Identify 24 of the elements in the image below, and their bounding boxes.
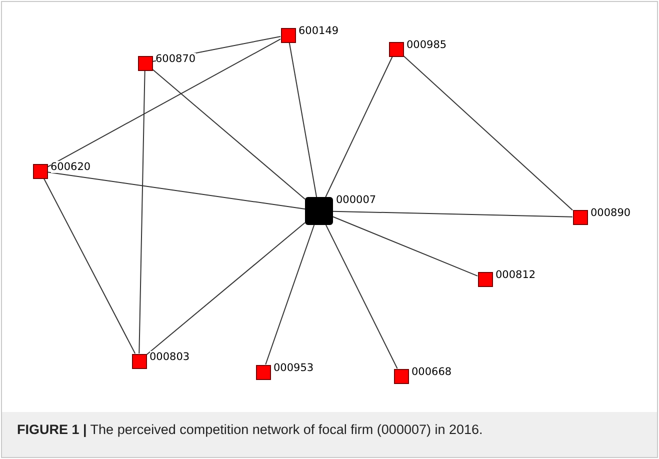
- connector-line: [325, 56, 393, 198]
- connector-line: [325, 224, 398, 369]
- node-label: 000803: [150, 350, 190, 362]
- connector-line: [43, 178, 136, 354]
- node-label: 000812: [496, 268, 536, 280]
- connector-line: [265, 224, 315, 365]
- connector-line: [138, 70, 146, 354]
- node-label: 600870: [156, 52, 196, 64]
- node-label: 600620: [50, 160, 91, 172]
- node-label: 000953: [274, 362, 314, 374]
- connector-line: [146, 222, 306, 356]
- node-label: 000668: [412, 366, 452, 378]
- figure-caption: FIGURE 1 | The perceived competition network of focal firm (000007) in 2016.: [2, 412, 657, 457]
- connector-line: [288, 42, 318, 198]
- node-label: 000007: [336, 194, 376, 206]
- connector-line: [47, 38, 281, 168]
- connector-line: [332, 216, 478, 276]
- node-label: 000890: [590, 206, 631, 218]
- connector-line: [332, 210, 573, 218]
- node-label: 000985: [406, 38, 447, 50]
- connector-line: [403, 55, 573, 211]
- node-label: 600149: [298, 24, 339, 36]
- connector-line: [152, 68, 306, 200]
- connector-line: [47, 172, 306, 210]
